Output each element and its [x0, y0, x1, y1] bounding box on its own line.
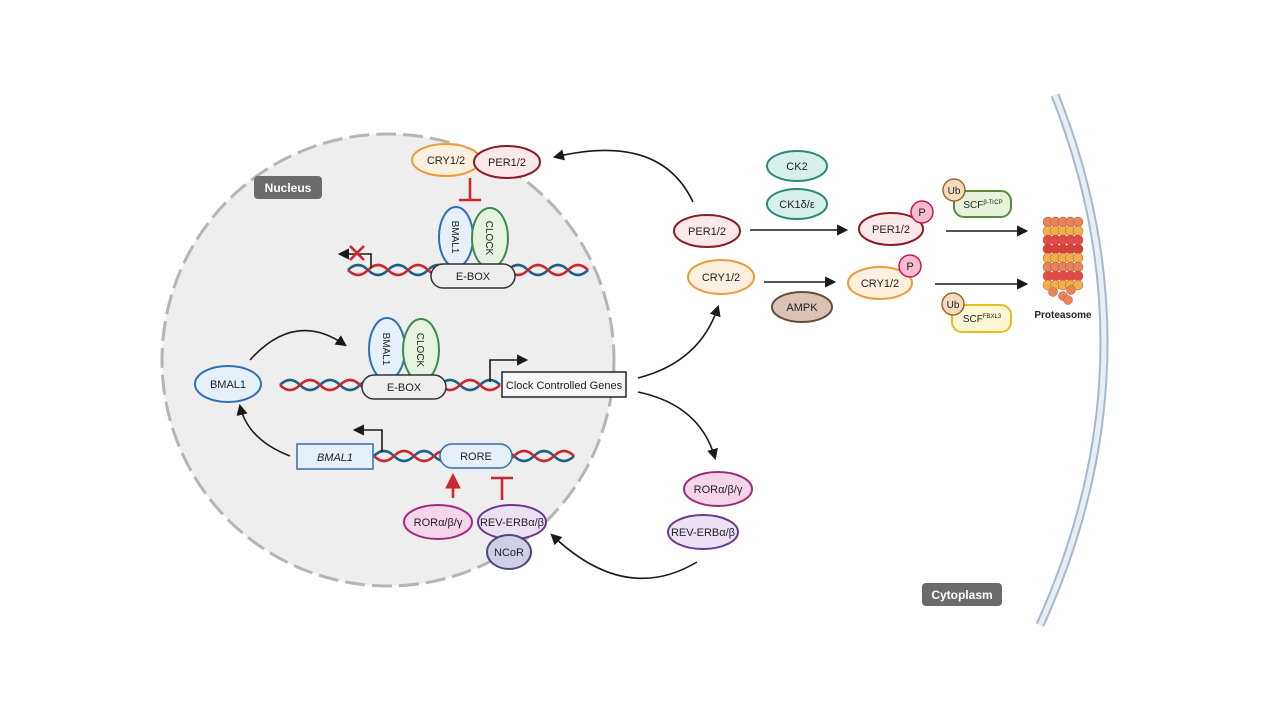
ck1: CK1δ/ε — [766, 188, 828, 220]
bmal1-transcription-arrow — [352, 424, 383, 452]
arrow-reverb-to-nucleus — [550, 533, 698, 580]
svg-text:CLOCK: CLOCK — [483, 221, 494, 256]
phospho-per: P — [910, 200, 934, 224]
bmal1-middle: BMAL1 — [368, 317, 406, 381]
arrow-ccg-to-cry — [637, 304, 721, 379]
proteasome-bead — [1072, 261, 1084, 273]
svg-text:CRY1/2: CRY1/2 — [861, 278, 899, 290]
per-phosphorylated: PER1/2 — [858, 212, 924, 246]
per-cytoplasm: PER1/2 — [673, 214, 741, 248]
proteasome-icon — [1042, 216, 1084, 305]
proteasome-bead — [1072, 270, 1084, 282]
reverb-nuclear: REV-ERBα/β — [477, 504, 547, 540]
bmal1-top: BMAL1 — [438, 206, 474, 268]
clock-middle: CLOCK — [402, 318, 440, 382]
reverb-inhibition — [491, 476, 513, 500]
clock-controlled-genes: Clock Controlled Genes — [501, 371, 627, 398]
arrow-ccg-to-ror — [637, 391, 718, 461]
arrow-bmal1-to-ebox — [249, 329, 347, 361]
proteasome-bead — [1072, 234, 1084, 246]
proteasome-bead — [1072, 252, 1084, 264]
ebox-top: E-BOX — [430, 263, 516, 289]
degraded-fragment — [1048, 287, 1058, 297]
svg-text:SCFFBXL3: SCFFBXL3 — [963, 314, 1002, 325]
svg-text:CRY1/2: CRY1/2 — [427, 155, 465, 167]
phospho-cry: P — [898, 254, 922, 278]
reverb-cytoplasm: REV-ERBα/β — [667, 514, 739, 550]
bmal1-free: BMAL1 — [194, 365, 262, 403]
svg-text:E-BOX: E-BOX — [387, 382, 422, 394]
svg-text:CK2: CK2 — [786, 161, 807, 173]
proteasome-bead — [1072, 243, 1084, 255]
svg-text:Ub: Ub — [948, 186, 961, 197]
proteasome-bead — [1072, 279, 1084, 291]
svg-text:CLOCK: CLOCK — [414, 333, 425, 368]
cell-membrane — [1035, 93, 1109, 627]
svg-text:PER1/2: PER1/2 — [688, 226, 726, 238]
svg-text:BMAL1: BMAL1 — [380, 333, 391, 366]
proteasome-bead — [1072, 225, 1084, 237]
ck2: CK2 — [766, 150, 828, 182]
cry-cytoplasm: CRY1/2 — [687, 259, 755, 295]
svg-text:CRY1/2: CRY1/2 — [702, 272, 740, 284]
rore-element: RORE — [439, 443, 513, 469]
svg-text:RORα/β/γ: RORα/β/γ — [414, 517, 463, 529]
nucleus-label: Nucleus — [254, 176, 322, 199]
blocked-transcription-arrow — [337, 245, 372, 268]
ub-1: Ub — [942, 178, 966, 202]
inhibition-repressor — [459, 178, 481, 202]
clock-top: CLOCK — [471, 207, 509, 269]
bmal1-gene: BMAL1 — [296, 443, 374, 470]
ampk: AMPK — [771, 291, 833, 323]
cytoplasm-label: Cytoplasm — [922, 583, 1002, 606]
scf-fbxl3: SCFFBXL3 — [951, 304, 1012, 333]
svg-text:PER1/2: PER1/2 — [872, 224, 910, 236]
arrow-gene-to-bmal1 — [236, 403, 291, 457]
cry-phosphorylated: CRY1/2 — [847, 266, 913, 300]
svg-text:CK1δ/ε: CK1δ/ε — [779, 199, 815, 211]
proteasome-label: Proteasome — [1034, 310, 1092, 321]
ub-2: Ub — [941, 292, 965, 316]
arrow-per-to-nucleus — [552, 149, 694, 203]
svg-text:REV-ERBα/β: REV-ERBα/β — [671, 527, 735, 539]
svg-text:SCFβ-TrCP: SCFβ-TrCP — [963, 200, 1002, 211]
ror-cytoplasm: RORα/β/γ — [683, 471, 753, 507]
svg-text:AMPK: AMPK — [786, 302, 818, 314]
svg-text:E-BOX: E-BOX — [456, 271, 491, 283]
per-repressor: PER1/2 — [473, 145, 541, 179]
svg-text:BMAL1: BMAL1 — [449, 221, 460, 254]
svg-text:Nucleus: Nucleus — [265, 181, 312, 195]
ncor: NCoR — [486, 534, 532, 570]
svg-text:P: P — [918, 207, 925, 219]
cry-repressor: CRY1/2 — [411, 143, 481, 177]
svg-text:P: P — [906, 261, 913, 273]
ebox-middle: E-BOX — [361, 374, 447, 400]
svg-text:REV-ERBα/β: REV-ERBα/β — [480, 517, 544, 529]
svg-text:NCoR: NCoR — [494, 547, 524, 559]
degraded-fragment — [1063, 295, 1073, 305]
svg-text:BMAL1: BMAL1 — [317, 452, 353, 464]
svg-text:BMAL1: BMAL1 — [210, 379, 246, 391]
scf-btrcp: SCFβ-TrCP — [953, 190, 1012, 218]
svg-text:RORα/β/γ: RORα/β/γ — [694, 484, 743, 496]
ccg-transcription-arrow — [489, 354, 529, 382]
svg-text:PER1/2: PER1/2 — [488, 157, 526, 169]
proteasome-bead — [1072, 216, 1084, 228]
ror-nuclear: RORα/β/γ — [403, 504, 473, 540]
svg-text:RORE: RORE — [460, 451, 492, 463]
degraded-fragment — [1066, 285, 1076, 295]
svg-text:Cytoplasm: Cytoplasm — [931, 588, 992, 602]
svg-text:Ub: Ub — [947, 300, 960, 311]
svg-text:Clock Controlled Genes: Clock Controlled Genes — [506, 380, 623, 392]
